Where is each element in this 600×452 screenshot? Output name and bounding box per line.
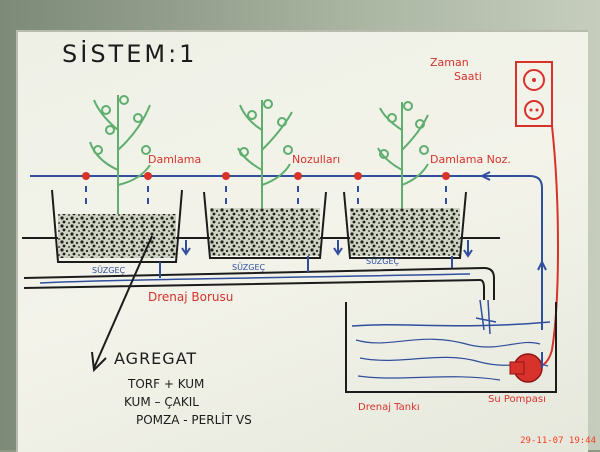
drip-nozzles bbox=[82, 172, 450, 180]
supply-line bbox=[30, 175, 543, 330]
drip-drops bbox=[85, 186, 447, 204]
timer-device bbox=[515, 61, 553, 127]
timer-label-1: Zaman bbox=[430, 56, 469, 69]
aggregate-item-3: POMZA - PERLİT VS bbox=[136, 412, 252, 427]
aggregate-heading: AGREGAT bbox=[114, 349, 197, 368]
label-nozzles: Nozulları bbox=[292, 153, 340, 166]
label-drain-pipe: Drenaj Borusu bbox=[148, 290, 233, 304]
label-dripper-left: Damlama bbox=[148, 153, 201, 166]
label-dripper-right: Damlama Noz. bbox=[430, 153, 511, 166]
timer-label-2: Saati bbox=[454, 70, 482, 83]
aggregate-pointer bbox=[91, 235, 153, 373]
drainage-pipe bbox=[23, 266, 495, 300]
power-cable bbox=[531, 125, 559, 369]
flow-arrow bbox=[479, 171, 491, 181]
container-2 bbox=[203, 191, 327, 259]
drain-arrows bbox=[159, 240, 473, 278]
label-pump: Su Pompası bbox=[488, 394, 546, 405]
filter-label-1: SÜZGEÇ bbox=[92, 265, 126, 275]
filter-label-3: SÜZGEÇ bbox=[366, 256, 400, 266]
container-3 bbox=[343, 191, 467, 259]
water-pump bbox=[509, 352, 543, 383]
container-1 bbox=[51, 189, 183, 263]
page-title: SİSTEM:1 bbox=[62, 39, 197, 68]
filter-label-2: SÜZGEÇ bbox=[232, 262, 266, 272]
aggregate-item-2: KUM – ÇAKIL bbox=[124, 395, 199, 409]
label-drain-tank: Drenaj Tankı bbox=[358, 402, 420, 413]
photo-timestamp: 29-11-07 19:44 bbox=[520, 436, 596, 446]
aggregate-item-1: TORF + KUM bbox=[127, 377, 204, 391]
flow-arrow-up bbox=[537, 259, 547, 271]
